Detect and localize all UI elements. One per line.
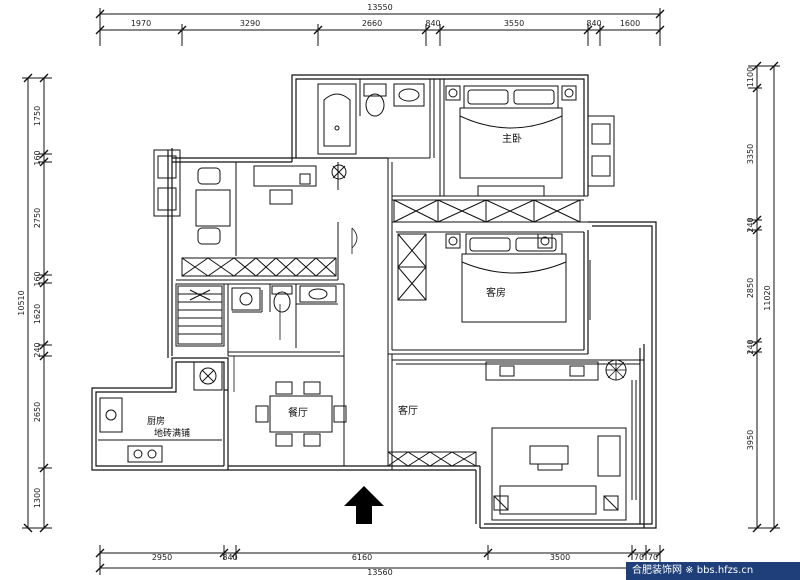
top-dim-3: 2660 xyxy=(362,19,382,28)
right-dim-6: 3950 xyxy=(746,430,755,450)
top-total-dim: 13550 xyxy=(367,3,392,12)
kitchen-floor-label: 地砖满铺 xyxy=(154,427,190,439)
guest-bed xyxy=(445,233,567,323)
entrance-arrow-icon xyxy=(344,486,384,524)
top-dim-6: 840 xyxy=(586,19,601,28)
kitchen-label: 厨房 xyxy=(147,415,165,427)
closets xyxy=(181,199,581,467)
dining-room-label: 餐厅 xyxy=(288,406,308,419)
left-dimension-chain xyxy=(22,73,52,533)
top-dim-4: 840 xyxy=(425,19,440,28)
left-dim-3: 2750 xyxy=(33,208,42,228)
master-bath-fixtures xyxy=(317,83,425,180)
left-dim-4: 160 xyxy=(33,271,42,286)
right-dimension-labels: 1100 3350 240 2850 240 3950 11020 xyxy=(746,67,772,450)
right-dim-1: 1100 xyxy=(746,67,755,87)
exterior-walls xyxy=(91,74,657,529)
side-cabinets xyxy=(153,115,615,217)
left-dim-1: 1750 xyxy=(33,106,42,126)
top-dim-7: 1600 xyxy=(620,19,640,28)
master-bedroom-label: 主卧 xyxy=(502,132,522,145)
left-dim-2: 160 xyxy=(33,150,42,165)
bottom-dim-4: 3500 xyxy=(550,553,570,562)
top-dim-5: 3550 xyxy=(504,19,524,28)
doors xyxy=(233,180,389,392)
left-dim-6: 240 xyxy=(33,342,42,357)
top-dim-2: 3290 xyxy=(240,19,260,28)
living-room-label: 客厅 xyxy=(398,404,418,417)
right-dim-3: 240 xyxy=(746,217,755,232)
right-dim-4: 2850 xyxy=(746,278,755,298)
bottom-dim-3: 6160 xyxy=(352,553,372,562)
bottom-dim-5: 70 xyxy=(634,553,644,562)
dining-table xyxy=(255,381,347,447)
room-labels: 主卧 客房 餐厅 客厅 厨房 地砖满铺 xyxy=(147,132,522,439)
bottom-dim-2: 840 xyxy=(222,553,237,562)
watermark: 合肥装饰网 ※ bbs.hfzs.cn xyxy=(626,562,800,580)
bottom-total-dim: 13560 xyxy=(367,568,392,577)
interior-walls xyxy=(175,79,644,500)
bottom-dim-1: 2950 xyxy=(152,553,172,562)
top-dimension-labels: 13550 1970 3290 2660 840 3550 840 1600 xyxy=(131,3,640,28)
master-bed xyxy=(445,85,577,197)
kitchen-fixtures xyxy=(98,361,223,463)
right-dim-5: 240 xyxy=(746,339,755,354)
right-dimension-chain xyxy=(748,61,780,533)
top-dimension-chain xyxy=(95,8,665,46)
bottom-dim-6: 70 xyxy=(648,553,658,562)
left-dim-7: 2650 xyxy=(33,402,42,422)
left-total-dim: 10510 xyxy=(17,290,26,315)
bottom-dimension-labels: 2950 840 6160 3500 70 70 13560 xyxy=(152,553,658,577)
left-dim-5: 1620 xyxy=(33,304,42,324)
right-dim-2: 3350 xyxy=(746,144,755,164)
bathroom2-fixtures xyxy=(177,285,337,345)
top-dim-1: 1970 xyxy=(131,19,151,28)
guest-room-label: 客房 xyxy=(486,286,506,299)
left-dimension-labels: 10510 1750 160 2750 160 1620 240 2650 13… xyxy=(17,106,42,508)
study-furniture xyxy=(195,165,317,245)
living-room-furniture xyxy=(485,359,627,521)
left-dim-8: 1300 xyxy=(33,488,42,508)
right-total-dim: 11020 xyxy=(763,285,772,310)
